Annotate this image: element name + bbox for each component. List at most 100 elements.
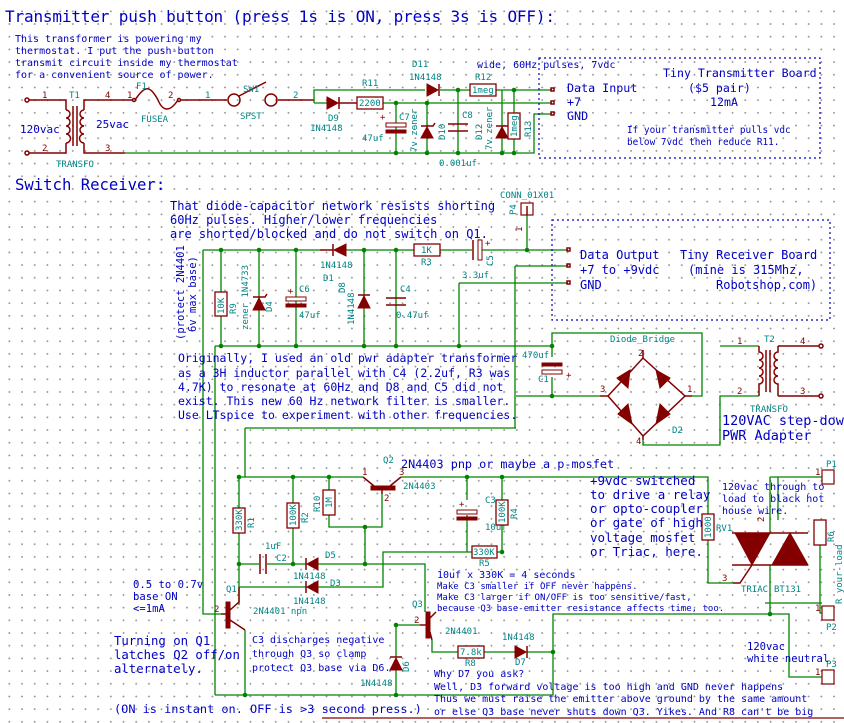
- diode-bridge-d2[interactable]: Diode_Bridge D2 3 1 2 4: [600, 335, 692, 447]
- hot-note: 120vac through to load to black hot hous…: [722, 482, 824, 517]
- capacitor-c5[interactable]: + C5 3.3uf: [462, 239, 496, 281]
- diode-d11[interactable]: D11 1N4148: [409, 60, 442, 97]
- zener-d10[interactable]: 7v zener D10: [410, 108, 448, 152]
- pin-power: +7 to +9vdc: [580, 263, 659, 277]
- transistor-q2[interactable]: Q2 2N4403 1 3 2: [362, 456, 436, 504]
- connector-p1[interactable]: P1 1: [815, 460, 837, 485]
- resistor-r12[interactable]: 1meg R12: [469, 73, 497, 97]
- diode-d9[interactable]: D9 1N4148: [310, 96, 357, 134]
- connector-p3[interactable]: P3 1: [815, 660, 837, 685]
- connector-p2[interactable]: P2 1: [815, 604, 837, 633]
- diode-d3[interactable]: D3 1N4148: [293, 579, 341, 607]
- note-line: latches Q2 off/on: [114, 648, 240, 662]
- diode-d6[interactable]: D6 1N4148: [360, 656, 412, 689]
- value-label: 1N4148: [502, 633, 535, 643]
- diode-d7[interactable]: 1N4148 D7: [502, 633, 535, 668]
- board-current: 12mA: [710, 95, 738, 109]
- zener-d4[interactable]: zener 1N4733 D4: [241, 265, 275, 330]
- switch-sw1[interactable]: SW1 SPST 1 2: [200, 81, 314, 122]
- capacitor-c3[interactable]: + C3 10uf: [456, 496, 507, 533]
- resistor-r5[interactable]: 330K R5: [471, 545, 498, 569]
- pin-label: 1: [815, 668, 820, 678]
- resistor-r1[interactable]: 330K R1: [232, 507, 257, 534]
- resistor-r10[interactable]: 1M R10: [313, 489, 336, 516]
- resistor-r3[interactable]: 1K R3: [413, 243, 441, 268]
- potentiometer-rv1[interactable]: 1000 RV1 3: [701, 513, 732, 584]
- pin-label: 2: [293, 91, 298, 101]
- terminal-icon: [24, 97, 30, 103]
- note-line: transmit circuit inside my thermostat: [15, 58, 238, 69]
- value-label: 1N4148: [360, 679, 393, 689]
- note-line: 0.5 to 0.7v: [133, 579, 203, 591]
- value-label: 1K: [421, 246, 432, 256]
- note-line: thermostat. I put the push-button: [15, 46, 214, 57]
- transmitter-title: Transmitter push button (press 1s is ON,…: [5, 7, 555, 26]
- capacitor-c6[interactable]: + C6 47uf: [285, 285, 321, 321]
- resistor-r11[interactable]: 2200 R11: [356, 79, 384, 110]
- value-label: 2N4401 npn: [253, 607, 307, 617]
- pin-label: 4: [636, 437, 641, 447]
- ref-label: R10: [313, 496, 323, 512]
- resistor-r6[interactable]: R6 R your-load: [813, 519, 844, 604]
- value-label: 100K: [498, 501, 508, 523]
- pin-label: 1: [127, 91, 132, 101]
- resistor-r8[interactable]: 7.8k R8: [457, 645, 485, 669]
- pin-label: 1: [687, 385, 692, 395]
- triac-bt131[interactable]: TRIAC BT131 2: [732, 517, 809, 595]
- value-label: 0.001uf: [439, 159, 477, 169]
- value-label: 1meg: [510, 115, 520, 137]
- primary-voltage: 120vac: [20, 123, 60, 136]
- zener-d12[interactable]: D12 7v zener: [475, 106, 511, 150]
- diode-d5[interactable]: D5 1N4148: [293, 551, 336, 582]
- capacitor-c4[interactable]: C4 0.47uf: [386, 285, 429, 321]
- clamp-note: C3 discharges negative through Q3 so cla…: [252, 635, 390, 674]
- capacitor-c2[interactable]: 1uF C2: [259, 542, 287, 574]
- transistor-q3[interactable]: Q3 2N4401 2: [412, 600, 478, 641]
- ref-label: D1: [323, 274, 334, 284]
- resistor-r4[interactable]: 100K R4: [495, 499, 520, 526]
- ref-label: C5: [486, 255, 496, 266]
- value-label: 47uf: [299, 311, 321, 321]
- fuse-f1[interactable]: F1 FUSEA 1 2: [125, 82, 200, 125]
- ref-label: R2: [301, 512, 311, 523]
- ref-label: R6: [827, 531, 837, 542]
- ref-label: F1: [136, 82, 147, 92]
- value-label: zener 1N4733: [241, 265, 251, 330]
- transistor-q1[interactable]: Q1 2N4401 npn 2: [214, 585, 307, 631]
- pin-label: 2: [737, 387, 742, 397]
- junctions: [393, 87, 517, 156]
- pin-gnd: GND: [567, 109, 588, 123]
- value-label: 1N4148: [293, 597, 326, 607]
- note-line: This transformer is powering my: [15, 34, 202, 45]
- base-note: 0.5 to 0.7v base ON <=1mA: [133, 579, 203, 615]
- value-label: 330K: [473, 548, 495, 558]
- resistor-r13[interactable]: 1meg R13: [507, 112, 534, 140]
- note-line: Turning on Q1: [114, 634, 210, 648]
- note-line: or gate of high: [590, 515, 703, 530]
- capacitor-c7[interactable]: + C7 47uf: [362, 113, 410, 144]
- note-line: or else Q3 base never shuts down Q3. Yik…: [434, 707, 813, 718]
- ref-label: Q2: [383, 456, 394, 466]
- capacitor-c1[interactable]: + 470uf C1: [522, 351, 572, 385]
- note-line: 120vac through to: [722, 482, 824, 493]
- note-line: white neutral: [747, 653, 829, 665]
- resistor-r9[interactable]: 10K R9: [214, 291, 239, 317]
- value-label: 7v zener: [410, 108, 420, 152]
- svg-text:+: +: [380, 113, 386, 123]
- pin-gnd: GND: [580, 278, 602, 292]
- transformer-t1[interactable]: 1 2 4 3 T1 TRANSFO 120vac 25vac: [20, 91, 129, 170]
- output-note: +9vdc switched to drive a relay or opto-…: [590, 473, 711, 559]
- resistor-r2[interactable]: 100K R2: [286, 502, 311, 529]
- note-line: Thus we must raise the emitter above gro…: [434, 694, 807, 705]
- diode-d8[interactable]: 1N4148 D8: [338, 282, 371, 325]
- connector-p4[interactable]: CONN_01X01 P4 1: [500, 191, 554, 232]
- note-line: 60Hz pulses. Higher/lower frequencies: [170, 213, 437, 227]
- transformer-t2[interactable]: T2 TRANSFO 1 2 4 3: [737, 335, 824, 415]
- pin-label: 1: [42, 91, 47, 101]
- ref-label: P3: [826, 660, 837, 670]
- pin-label: 3: [600, 385, 605, 395]
- note-line: 120vac: [747, 641, 785, 653]
- capacitor-c8[interactable]: C8 0.001uf: [439, 111, 477, 169]
- diode-d1[interactable]: 1N4148 D1: [320, 243, 353, 284]
